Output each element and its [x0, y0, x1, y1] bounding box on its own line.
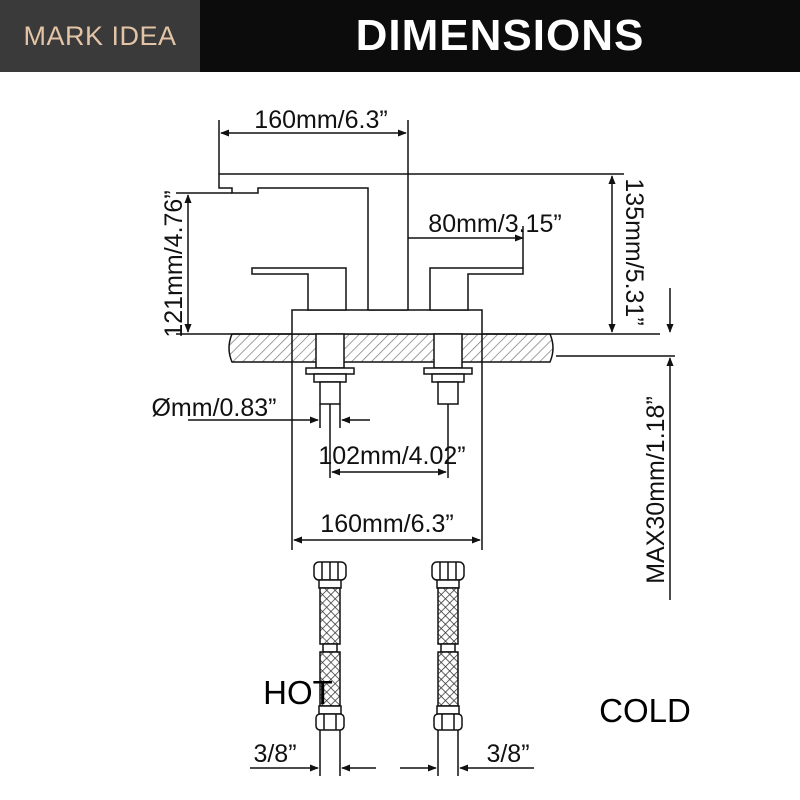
- dim-cold-connector: [400, 730, 534, 776]
- label-cold: COLD: [599, 692, 691, 729]
- dim-spout-height: [176, 192, 292, 335]
- label-hot-connector: 3/8”: [253, 740, 296, 768]
- label-hot: HOT: [263, 674, 333, 711]
- label-handle-width: 80mm/3.15”: [428, 210, 561, 238]
- header-bar: MARK IDEA DIMENSIONS: [0, 0, 800, 72]
- cold-supply-hose: [431, 561, 465, 731]
- label-cold-connector: 3/8”: [486, 740, 529, 768]
- label-inlet-diameter: Ømm/0.83”: [151, 394, 276, 422]
- dim-base-width: [291, 334, 483, 550]
- label-base-width: 160mm/6.3”: [320, 510, 453, 538]
- countertop: [228, 333, 554, 363]
- dim-center-spacing: [329, 404, 449, 478]
- brand-logo: MARK IDEA: [0, 0, 200, 72]
- dim-handle-width: [408, 226, 524, 268]
- label-max-deck-thickness: MAX30mm/1.18”: [642, 396, 670, 584]
- label-spout-height: 121mm/4.76”: [160, 190, 188, 337]
- label-total-height: 135mm/5.31”: [620, 178, 648, 325]
- page-title: DIMENSIONS: [355, 11, 645, 60]
- dim-spout-width: [218, 120, 409, 174]
- label-spout-width: 160mm/6.3”: [254, 106, 387, 134]
- hot-supply-hose: [313, 561, 347, 731]
- dim-total-height: [408, 173, 660, 335]
- dim-hot-connector: [250, 730, 376, 776]
- label-center-spacing: 102mm/4.02”: [318, 442, 465, 470]
- dim-inlet-diameter: [188, 404, 370, 428]
- dim-deck-thickness: [556, 288, 675, 600]
- faucet-body: [218, 173, 524, 405]
